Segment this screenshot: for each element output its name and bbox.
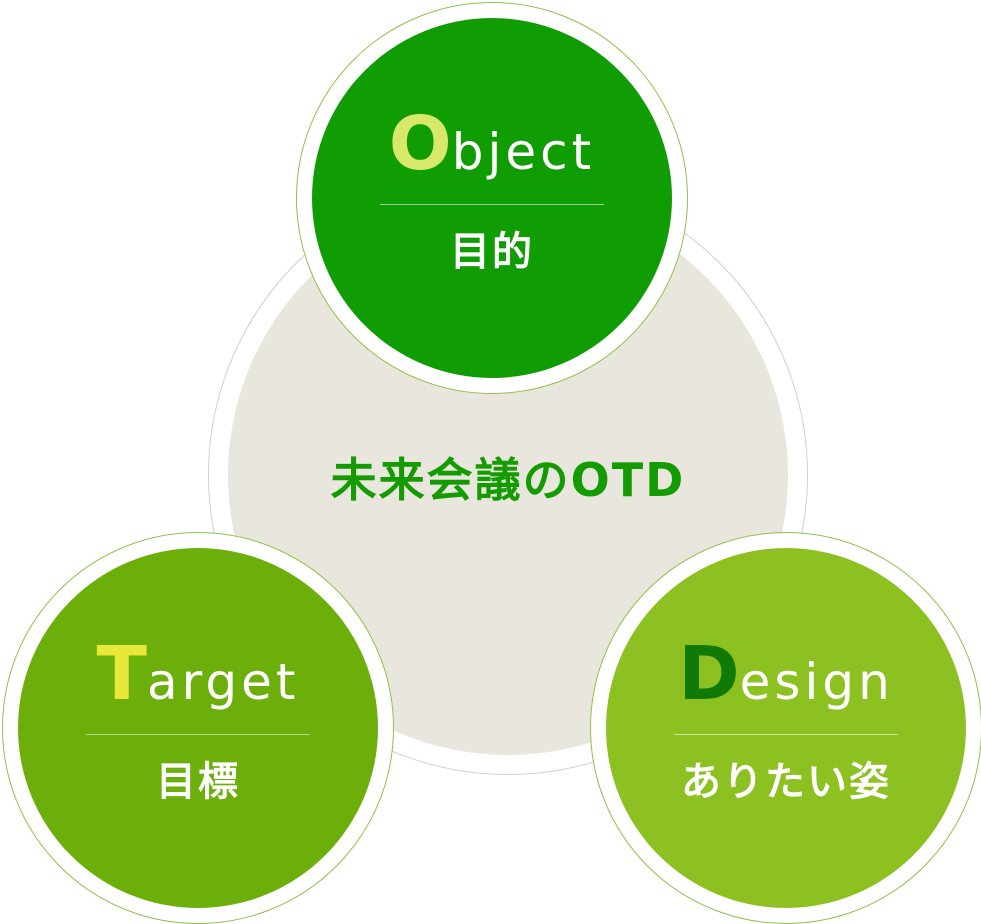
target-circle-content: Target 目標 [18,637,378,807]
design-word: Design [606,637,966,711]
target-word: Target [18,637,378,711]
object-initial: O [388,101,452,187]
design-subtitle: ありたい姿 [681,759,891,805]
design-divider [674,734,898,735]
center-title: 未来会議のOTD [330,453,686,507]
target-circle [18,548,378,908]
object-word: Object [312,107,672,181]
design-initial: D [678,631,740,717]
object-circle-content: Object 目的 [312,107,672,277]
object-subtitle: 目的 [450,229,534,275]
target-divider [86,734,310,735]
design-word-rest: esign [739,653,894,711]
design-circle-content: Design ありたい姿 [606,637,966,807]
target-initial: T [96,631,148,717]
target-word-rest: arget [147,653,300,711]
object-circle [312,18,672,378]
target-subtitle: 目標 [156,759,240,805]
design-circle [606,548,966,908]
object-divider [380,204,604,205]
object-word-rest: bject [451,123,596,181]
